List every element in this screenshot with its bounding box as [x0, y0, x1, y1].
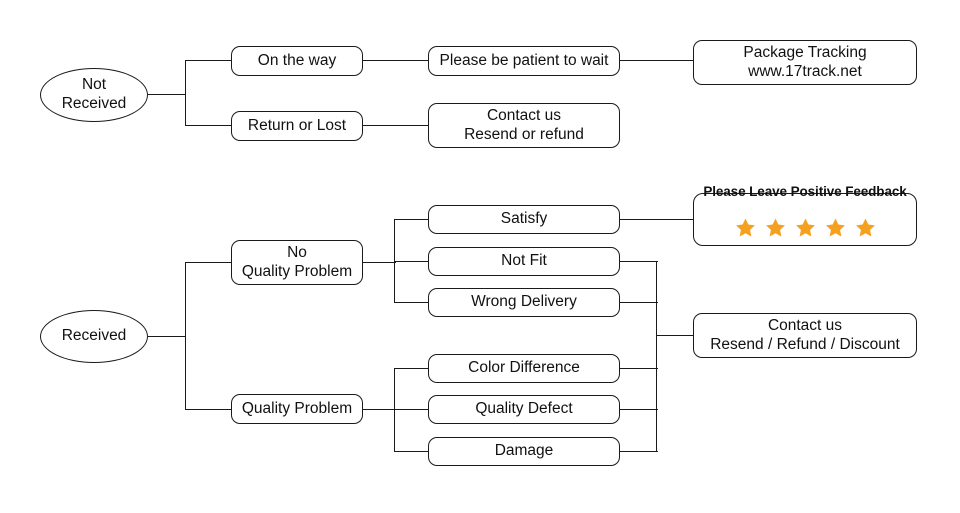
- star-icon[interactable]: [794, 201, 817, 254]
- node-on-the-way[interactable]: On the way: [231, 46, 363, 76]
- node-return-or-lost[interactable]: Return or Lost: [231, 111, 363, 141]
- feedback-title: Please Leave Positive Feedback: [703, 183, 907, 199]
- connector-bus-received: [185, 262, 187, 410]
- connector-bus-to-return-or-lost: [185, 125, 231, 127]
- node-not-received[interactable]: Not Received: [40, 68, 148, 122]
- node-wrong-delivery[interactable]: Wrong Delivery: [428, 288, 620, 317]
- node-positive-feedback[interactable]: Please Leave Positive Feedback: [693, 184, 917, 246]
- connector-color-difference-to-merge: [620, 368, 658, 370]
- connector-bus-to-not-fit: [394, 261, 428, 263]
- connector-not-received-to-bus: [148, 94, 186, 96]
- connector-bus-to-no-quality-problem: [185, 262, 231, 264]
- node-package-tracking[interactable]: Package Tracking www.17track.net: [693, 40, 917, 85]
- connector-return-or-lost-to-contact-us: [363, 125, 428, 127]
- connector-quality-problem-to-bus: [363, 409, 396, 411]
- connector-bus-not-received: [185, 60, 187, 126]
- star-icon[interactable]: [854, 201, 877, 254]
- connector-no-quality-problem-to-bus: [363, 262, 396, 264]
- connector-please-wait-to-package-tracking: [620, 60, 693, 62]
- star-icon[interactable]: [824, 201, 847, 254]
- node-received[interactable]: Received: [40, 310, 148, 363]
- node-damage[interactable]: Damage: [428, 437, 620, 466]
- connector-bus-to-wrong-delivery: [394, 302, 428, 304]
- connector-merge-to-contact-us: [656, 335, 693, 337]
- node-contact-us-resend-or-refund[interactable]: Contact us Resend or refund: [428, 103, 620, 148]
- connector-received-to-bus: [148, 336, 186, 338]
- star-icon[interactable]: [734, 201, 757, 254]
- star-icon[interactable]: [764, 201, 787, 254]
- node-no-quality-problem[interactable]: No Quality Problem: [231, 240, 363, 285]
- connector-bus-to-damage: [394, 451, 428, 453]
- connector-wrong-delivery-to-merge: [620, 302, 658, 304]
- star-rating[interactable]: [734, 201, 877, 254]
- connector-bus-to-color-difference: [394, 368, 428, 370]
- node-color-difference[interactable]: Color Difference: [428, 354, 620, 383]
- connector-merge-bus: [656, 261, 658, 452]
- connector-quality-defect-to-merge: [620, 409, 658, 411]
- node-not-fit[interactable]: Not Fit: [428, 247, 620, 276]
- connector-bus-to-satisfy: [394, 219, 428, 221]
- connector-satisfy-to-feedback: [620, 219, 693, 221]
- node-satisfy[interactable]: Satisfy: [428, 205, 620, 234]
- node-please-be-patient-to-wait[interactable]: Please be patient to wait: [428, 46, 620, 76]
- connector-bus-to-quality-problem: [185, 409, 231, 411]
- connector-bus-to-on-the-way: [185, 60, 231, 62]
- node-quality-problem[interactable]: Quality Problem: [231, 394, 363, 424]
- node-quality-defect[interactable]: Quality Defect: [428, 395, 620, 424]
- connector-on-the-way-to-please-wait: [363, 60, 428, 62]
- connector-bus-to-quality-defect: [394, 409, 428, 411]
- connector-not-fit-to-merge: [620, 261, 658, 263]
- connector-damage-to-merge: [620, 451, 658, 453]
- node-contact-us-resend-refund-discount[interactable]: Contact us Resend / Refund / Discount: [693, 313, 917, 358]
